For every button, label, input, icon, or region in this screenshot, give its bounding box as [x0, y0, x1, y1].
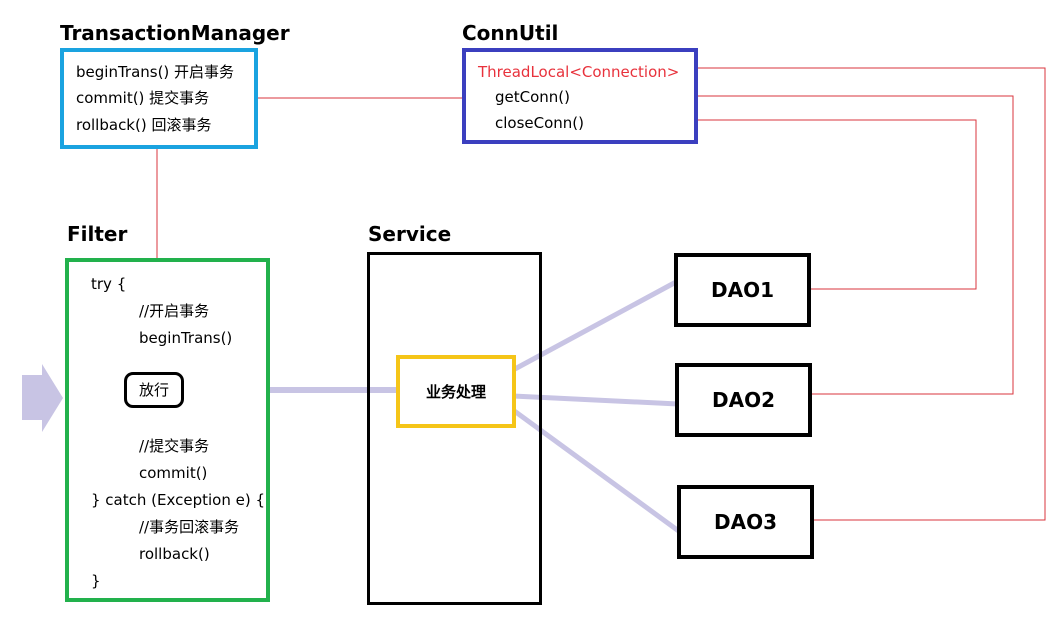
- transaction-manager-box: beginTrans() 开启事务 commit() 提交事务 rollback…: [60, 48, 258, 149]
- code-close: }: [91, 572, 101, 590]
- tm-rollback: rollback() 回滚事务: [76, 116, 212, 134]
- dao3-label: DAO3: [714, 510, 777, 534]
- code-comment-begin: //开启事务: [139, 302, 210, 320]
- dao2-box: DAO2: [675, 363, 812, 437]
- dao3-box: DAO3: [677, 485, 814, 559]
- service-box: [367, 252, 542, 605]
- dao1-label: DAO1: [711, 278, 774, 302]
- tm-begin-trans: beginTrans() 开启事务: [76, 63, 235, 81]
- close-conn-method: closeConn(): [495, 114, 585, 132]
- service-title: Service: [368, 222, 452, 246]
- filter-title: Filter: [67, 222, 128, 246]
- business-box: 业务处理: [396, 355, 516, 428]
- conn-util-title: ConnUtil: [462, 21, 559, 45]
- line-getconn-dao2: [697, 95, 1014, 395]
- business-label: 业务处理: [425, 382, 486, 401]
- tm-commit: commit() 提交事务: [76, 89, 210, 107]
- transaction-manager-title: TransactionManager: [60, 21, 290, 45]
- code-try-open: try {: [91, 275, 127, 293]
- conn-util-box: ThreadLocal<Connection> getConn() closeC…: [462, 48, 698, 144]
- filter-box: try { //开启事务 beginTrans() //提交事务 commit(…: [65, 258, 270, 602]
- line-threadlocal-dao3: [697, 67, 1046, 521]
- code-comment-commit: //提交事务: [139, 437, 210, 455]
- code-comment-rollback: //事务回滚事务: [139, 518, 240, 536]
- code-begin-call: beginTrans(): [139, 329, 233, 347]
- entry-arrow-icon: [22, 364, 63, 432]
- thread-local-label: ThreadLocal<Connection>: [478, 63, 680, 81]
- code-catch-line: } catch (Exception e) {: [91, 491, 265, 509]
- pass-label: 放行: [138, 381, 169, 399]
- dao1-box: DAO1: [674, 253, 811, 327]
- code-rollback-call: rollback(): [139, 545, 210, 563]
- get-conn-method: getConn(): [495, 88, 570, 106]
- code-commit-call: commit(): [139, 464, 208, 482]
- dao2-label: DAO2: [712, 388, 775, 412]
- line-closeconn-dao1: [697, 119, 977, 290]
- pass-box: 放行: [124, 372, 184, 408]
